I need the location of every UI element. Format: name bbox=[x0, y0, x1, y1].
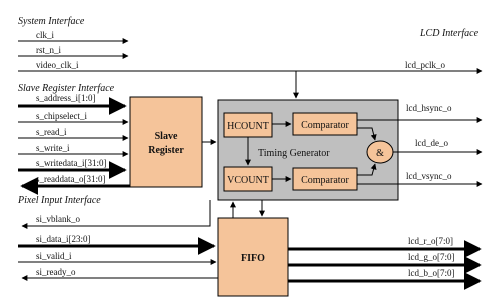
lcd-vsync-label: lcd_vsync_o bbox=[406, 171, 452, 181]
lcd-de-label: lcd_de_o bbox=[415, 138, 448, 148]
lcd-g-label: lcd_g_o[7:0] bbox=[408, 252, 455, 262]
s-writedata-label: s_writedata_i[31:0] bbox=[36, 158, 106, 168]
comp-bottom-to-and-line bbox=[357, 163, 377, 176]
timing-generator-label: Timing Generator bbox=[258, 148, 330, 159]
pixel-input-interface-heading: Pixel Input Interface bbox=[17, 195, 101, 206]
vcount-block bbox=[223, 166, 273, 192]
s-readdata-label: s_readdata_o[31:0] bbox=[36, 174, 105, 184]
comparator-top-label: Comparator bbox=[301, 120, 349, 131]
s-address-label: s_address_i[1:0] bbox=[36, 93, 96, 103]
slave-register-label-1: Slave bbox=[155, 131, 178, 142]
lcd-r-label: lcd_r_o[7:0] bbox=[408, 236, 453, 246]
clk-label: clk_i bbox=[36, 30, 54, 40]
s-chipselect-label: s_chipselect_i bbox=[36, 111, 87, 121]
comparator-bottom-label: Comparator bbox=[301, 175, 349, 186]
video-clk-label: video_clk_i bbox=[36, 60, 79, 70]
lcd-hsync-label: lcd_hsync_o bbox=[406, 103, 452, 113]
fifo-label: FIFO bbox=[241, 253, 265, 264]
fifo-block bbox=[217, 217, 289, 297]
si-vblank-label: si_vblank_o bbox=[36, 214, 80, 224]
comparator-bottom-block bbox=[292, 167, 358, 191]
slave-register-block bbox=[129, 96, 203, 188]
and-gate-label: & bbox=[376, 148, 384, 159]
rst-label: rst_n_i bbox=[36, 45, 62, 55]
lcd-pclk-label: lcd_pclk_o bbox=[405, 60, 445, 70]
lcd-b-label: lcd_b_o[7:0] bbox=[408, 268, 455, 278]
comp-top-to-and-line bbox=[357, 127, 377, 141]
slave-register-label-2: Register bbox=[148, 145, 184, 156]
s-read-label: s_read_i bbox=[36, 127, 67, 137]
si-valid-label: si_valid_i bbox=[36, 251, 72, 261]
vcount-label: VCOUNT bbox=[227, 175, 269, 186]
si-ready-label: si_ready_o bbox=[36, 267, 76, 277]
lcd-interface-heading: LCD Interface bbox=[419, 28, 479, 39]
slave-register-interface-heading: Slave Register Interface bbox=[18, 83, 115, 94]
system-interface-heading: System Interface bbox=[18, 16, 85, 27]
hcount-block bbox=[223, 112, 273, 138]
hcount-label: HCOUNT bbox=[227, 121, 269, 132]
si-vblank-line bbox=[21, 200, 211, 229]
s-write-label: s_write_i bbox=[36, 143, 70, 153]
comparator-top-block bbox=[292, 112, 358, 136]
si-data-label: si_data_i[23:0] bbox=[36, 234, 91, 244]
